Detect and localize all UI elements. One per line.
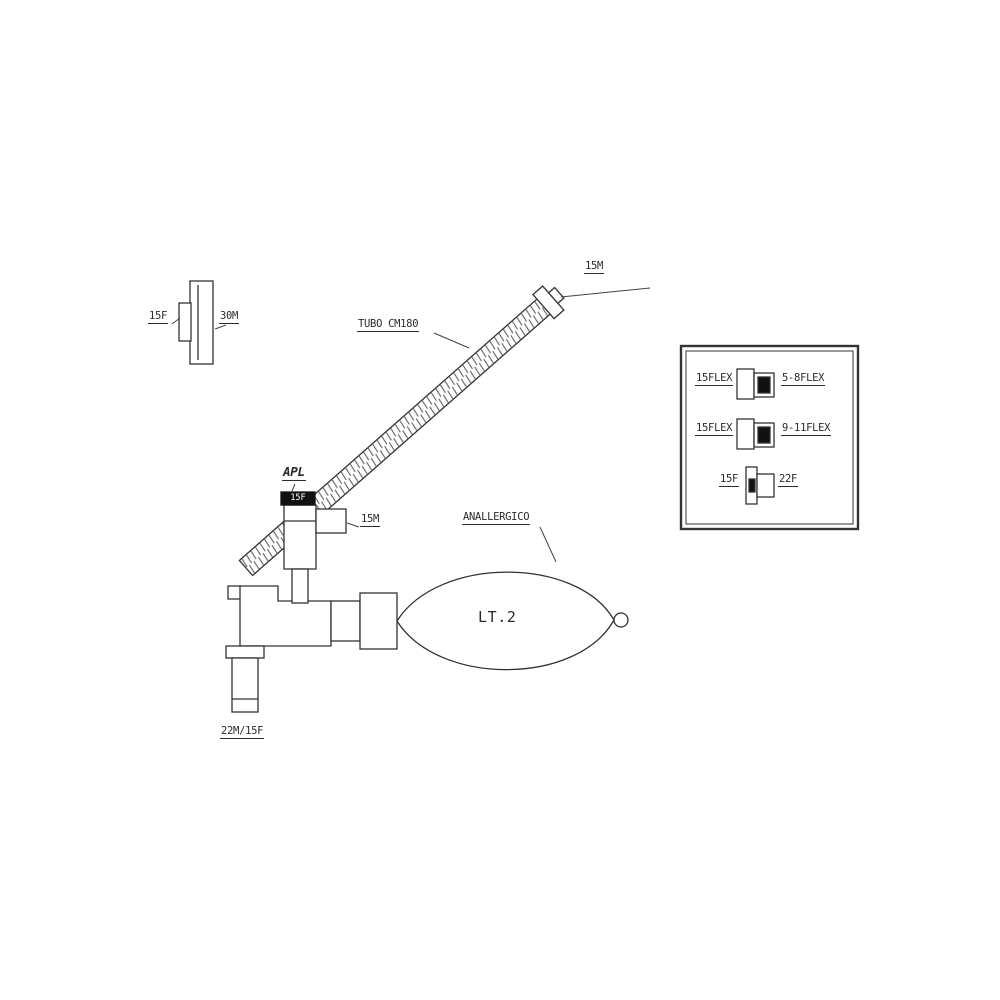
apl-valve-body <box>283 504 317 570</box>
legend-row1-left-label: 15FLEX <box>695 372 734 387</box>
legend-row2-left-label: 15FLEX <box>695 422 734 437</box>
patient-tube <box>225 645 265 713</box>
legend-row2-right-label: 9-11FLEX <box>781 422 832 437</box>
tube-circuit-end-badge: 15F <box>281 492 315 505</box>
label-patient-connector: 22M/15F <box>220 725 265 740</box>
corrugated-tube <box>238 285 565 577</box>
leader-line <box>171 317 181 325</box>
label-apl-side-port: 15M <box>360 513 381 528</box>
leader-line <box>560 287 651 298</box>
apl-stem <box>291 568 309 604</box>
apl-side-port <box>315 508 347 534</box>
breathing-bag <box>396 571 629 671</box>
legend-symbol-row1 <box>736 368 775 400</box>
legend-symbol-row3 <box>745 466 775 505</box>
label-bag-volume: LT.2 <box>478 608 517 626</box>
legend-row3-left-label: 15F <box>719 473 740 488</box>
bag-ring <box>613 612 629 628</box>
machine-adapter <box>178 280 214 365</box>
t-piece-elbow <box>227 585 332 647</box>
label-tube-name: TUBO CM180 <box>357 318 420 333</box>
label-tube-machine-end: 15M <box>584 260 605 275</box>
legend-row1-right-label: 5-8FLEX <box>781 372 826 387</box>
bag-connector <box>330 592 398 650</box>
leader-line <box>346 522 360 528</box>
legend-box <box>679 344 860 531</box>
leader-line <box>539 526 557 563</box>
legend-row3-right-label: 22F <box>778 473 799 488</box>
tube-machine-connector-tip <box>547 286 565 305</box>
label-apl-valve: APL <box>282 464 306 482</box>
leader-line <box>433 332 470 349</box>
legend-symbol-row2 <box>736 418 775 450</box>
apl-valve <box>280 491 347 604</box>
leader-line <box>214 324 227 330</box>
label-bag-material: ANALLERGICO <box>462 511 531 526</box>
label-adapter-15f: 15F <box>148 310 169 325</box>
label-adapter-30m: 30M <box>219 310 240 325</box>
leader-lines <box>171 287 651 563</box>
leader-line <box>291 483 296 492</box>
